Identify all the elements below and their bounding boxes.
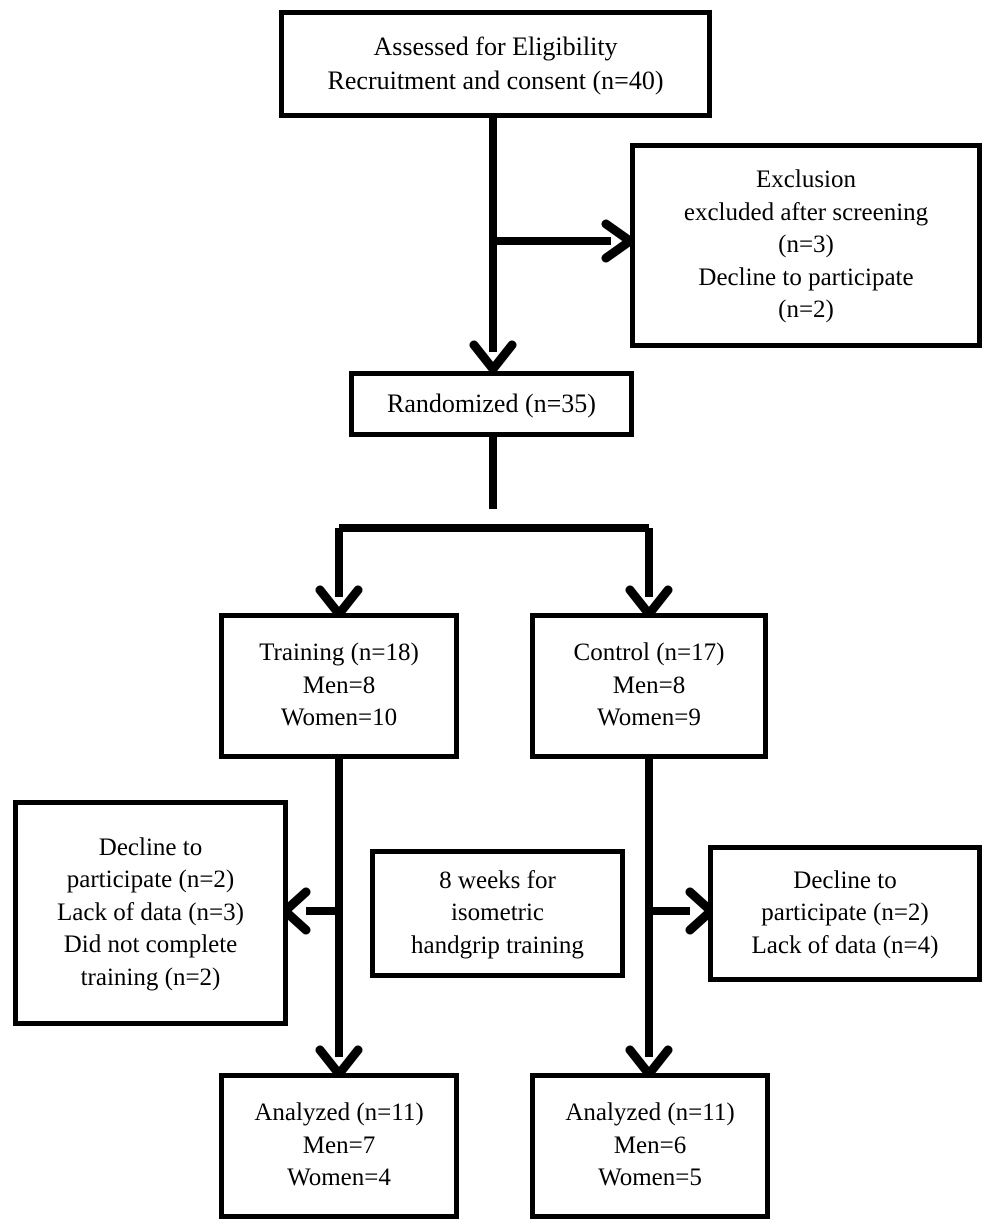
node-assessed-for-eligibility: Assessed for Eligibility Recruitment and… xyxy=(279,10,712,118)
node-exclusion: Exclusion excluded after screening (n=3)… xyxy=(630,143,982,348)
node-line: Lack of data (n=4) xyxy=(751,931,939,959)
node-line: Women=5 xyxy=(598,1164,702,1192)
arrowhead-to-exclusion xyxy=(601,219,635,263)
node-line: Women=10 xyxy=(280,704,398,732)
arrowhead-to-control xyxy=(625,585,673,619)
node-line: Men=8 xyxy=(612,671,686,699)
node-line: (n=3) xyxy=(778,231,834,259)
node-control-group: Control (n=17) Men=8 Women=9 xyxy=(530,613,768,759)
node-line: Recruitment and consent (n=40) xyxy=(327,66,664,95)
node-line: Did not complete xyxy=(63,931,238,959)
node-line: Decline to xyxy=(98,833,203,861)
arrowhead-to-randomized xyxy=(469,340,517,374)
node-line: Randomized (n=35) xyxy=(387,389,596,419)
node-line: Assessed for Eligibility xyxy=(373,32,618,62)
node-line: Lack of data (n=3) xyxy=(57,898,244,926)
node-line: Decline to xyxy=(793,866,897,894)
node-line: Men=6 xyxy=(613,1131,687,1159)
node-randomized: Randomized (n=35) xyxy=(349,371,634,437)
node-line: excluded after screening xyxy=(683,198,929,226)
node-line: Training (n=18) xyxy=(259,639,419,667)
node-training-group: Training (n=18) Men=8 Women=10 xyxy=(219,613,459,759)
node-line: Decline to participate xyxy=(698,263,914,291)
node-line: Exclusion xyxy=(756,166,856,194)
node-training-dropout: Decline to participate (n=2) Lack of dat… xyxy=(13,800,288,1026)
node-line: Women=4 xyxy=(287,1164,391,1192)
node-line: participate (n=2) xyxy=(66,866,235,894)
node-line: Women=9 xyxy=(597,704,701,732)
node-line: training (n=2) xyxy=(80,963,221,991)
node-line: handgrip training xyxy=(411,931,584,959)
arrowhead-to-training xyxy=(315,585,363,619)
arrowhead-to-analyzed-training xyxy=(315,1045,363,1079)
node-line: participate (n=2) xyxy=(761,899,929,927)
node-intervention-period: 8 weeks for isometric handgrip training xyxy=(370,849,625,978)
node-line: Men=8 xyxy=(302,671,376,699)
node-control-dropout: Decline to participate (n=2) Lack of dat… xyxy=(708,845,982,982)
node-line: isometric xyxy=(450,899,545,927)
node-line: Analyzed (n=11) xyxy=(254,1099,424,1127)
node-analyzed-training: Analyzed (n=11) Men=7 Women=4 xyxy=(219,1073,459,1219)
node-analyzed-control: Analyzed (n=11) Men=6 Women=5 xyxy=(530,1073,770,1219)
node-line: Men=7 xyxy=(302,1131,376,1159)
arrowhead-to-analyzed-control xyxy=(625,1045,673,1079)
arrowhead-to-left-dropout xyxy=(280,887,311,935)
node-line: 8 weeks for xyxy=(439,866,556,894)
node-line: (n=2) xyxy=(778,296,834,324)
node-line: Analyzed (n=11) xyxy=(565,1099,735,1127)
node-line: Control (n=17) xyxy=(573,639,725,667)
